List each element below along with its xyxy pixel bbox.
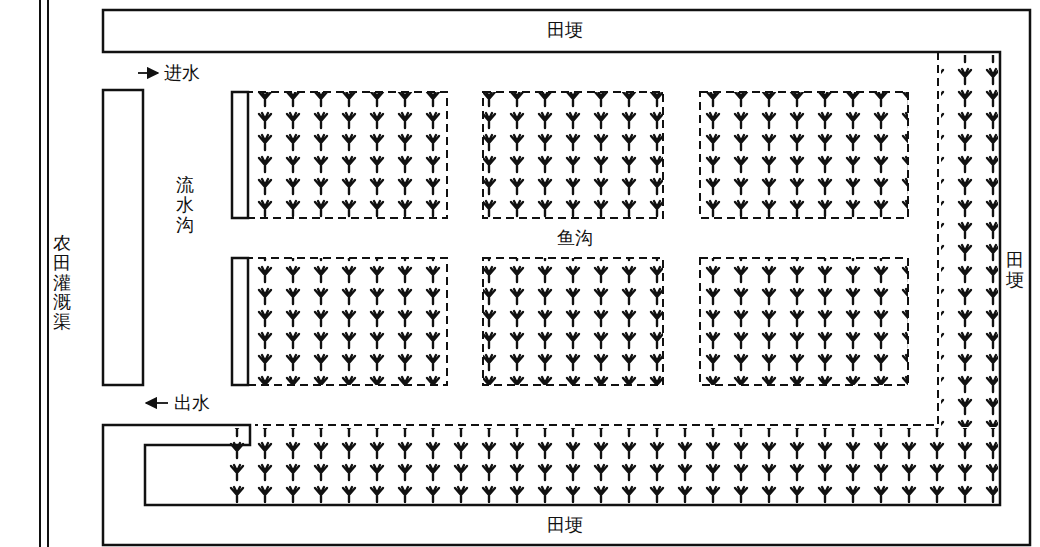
outlet-label: 出水 bbox=[172, 392, 212, 414]
fish-ditch-label: 鱼沟 bbox=[555, 227, 595, 249]
bund-label: 田埂 bbox=[545, 19, 585, 41]
canal-label: 农田灌溉渠 bbox=[51, 233, 73, 332]
bund-label: 田埂 bbox=[1004, 250, 1026, 290]
bund-label: 田埂 bbox=[545, 514, 585, 536]
ditch-label: 流水沟 bbox=[174, 175, 196, 234]
inlet-label: 进水 bbox=[162, 62, 202, 84]
